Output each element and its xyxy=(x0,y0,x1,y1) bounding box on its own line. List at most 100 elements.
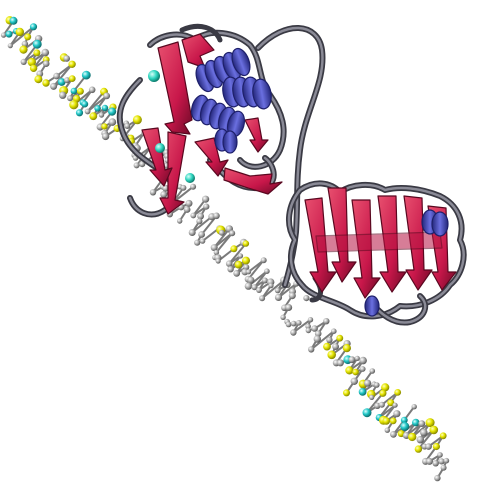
chain-atom xyxy=(323,318,330,325)
chain-atom xyxy=(303,295,310,302)
chain-atom xyxy=(242,240,250,247)
chain-atom xyxy=(196,218,203,225)
chain-atom xyxy=(32,39,42,49)
chain-atom xyxy=(225,260,233,268)
chain-atom xyxy=(198,231,206,238)
chain-atom xyxy=(7,43,13,49)
chain-atom xyxy=(307,317,314,323)
chain-atom xyxy=(260,257,267,264)
chain-atom xyxy=(261,277,268,284)
chain-atom xyxy=(101,123,108,130)
chain-bond xyxy=(277,282,297,299)
chain-atom xyxy=(259,295,266,302)
chain-atom xyxy=(0,32,7,38)
chain-atom xyxy=(343,389,350,397)
chain-atom xyxy=(305,323,311,330)
chain-atom xyxy=(237,253,244,259)
chain-atom xyxy=(246,269,252,275)
chain-bond xyxy=(310,330,335,351)
chain-atom xyxy=(418,420,426,427)
chain-atom xyxy=(63,55,70,62)
chain-atom xyxy=(42,60,50,67)
chain-atom xyxy=(438,458,445,465)
chain-atom xyxy=(425,443,432,450)
chain-atom xyxy=(53,72,60,80)
chain-atom xyxy=(230,245,238,253)
chain-atom xyxy=(9,16,18,25)
chain-atom xyxy=(89,112,98,121)
alpha-helix xyxy=(190,47,272,154)
chain-atom xyxy=(42,79,50,87)
chain-atom xyxy=(29,23,38,31)
chain-atom xyxy=(124,123,131,129)
chain-atom xyxy=(425,418,435,428)
chain-atom xyxy=(197,212,205,220)
chain-atom xyxy=(434,474,441,482)
chain-atom xyxy=(132,115,142,125)
chain-atom xyxy=(234,260,243,269)
chain-atom xyxy=(326,336,333,344)
chain-atom xyxy=(227,266,234,273)
chain-atom xyxy=(190,212,197,219)
chain-bond xyxy=(86,95,108,113)
chain-atom xyxy=(108,118,117,126)
chain-atom xyxy=(177,218,183,224)
chain-atom xyxy=(264,268,270,275)
chain-atom xyxy=(342,344,351,353)
chain-atom xyxy=(314,330,322,338)
chain-atom xyxy=(33,49,41,57)
chain-bond xyxy=(52,63,73,88)
chain-atom xyxy=(313,335,321,343)
chain-atom xyxy=(411,404,417,410)
chain-atom xyxy=(180,184,187,191)
chain-atom xyxy=(412,418,420,427)
chain-atom xyxy=(432,460,439,467)
chain-atom xyxy=(20,58,27,65)
chain-atom xyxy=(75,109,84,117)
chain-atom xyxy=(296,320,302,326)
chain-atom xyxy=(256,287,262,293)
chain-atom xyxy=(400,422,410,431)
chain-atom xyxy=(233,270,241,277)
chain-atom xyxy=(426,457,433,465)
chain-atom xyxy=(213,249,220,256)
chain-atom xyxy=(379,389,387,397)
chain-atom xyxy=(382,417,391,425)
chain-atom xyxy=(332,343,339,350)
chain-atom xyxy=(392,402,398,408)
chain-atom xyxy=(280,314,286,320)
chain-atom xyxy=(229,230,236,237)
chain-atom xyxy=(311,325,318,332)
chain-atom xyxy=(50,82,58,90)
chain-atom xyxy=(389,417,397,425)
chain-atom xyxy=(199,238,206,244)
chain-atom xyxy=(327,350,337,360)
chain-atom xyxy=(101,104,109,112)
chain-atom xyxy=(394,389,402,396)
chain-atom xyxy=(437,452,443,458)
chain-atom xyxy=(94,105,101,112)
chain-atom xyxy=(400,416,408,424)
chain-atom xyxy=(369,394,375,400)
protein-domain-right xyxy=(286,180,467,326)
chain-atom xyxy=(185,199,193,207)
chain-atom xyxy=(285,304,293,311)
chain-atom xyxy=(69,100,79,110)
chain-atom xyxy=(345,366,354,375)
chain-atom xyxy=(251,284,258,291)
chain-atom xyxy=(268,283,274,289)
chain-atom xyxy=(149,189,157,196)
chain-atom xyxy=(429,425,439,435)
chain-atom xyxy=(203,203,210,210)
chain-atom xyxy=(378,401,385,408)
chain-atom xyxy=(24,33,32,41)
chain-atom xyxy=(247,276,255,284)
chain-atom xyxy=(190,183,197,190)
chain-atom xyxy=(103,92,111,100)
chain-bond xyxy=(9,26,35,47)
chain-atom xyxy=(384,427,390,433)
chain-atom xyxy=(305,327,312,334)
chain-atom xyxy=(243,264,250,271)
chain-atom xyxy=(290,320,297,327)
